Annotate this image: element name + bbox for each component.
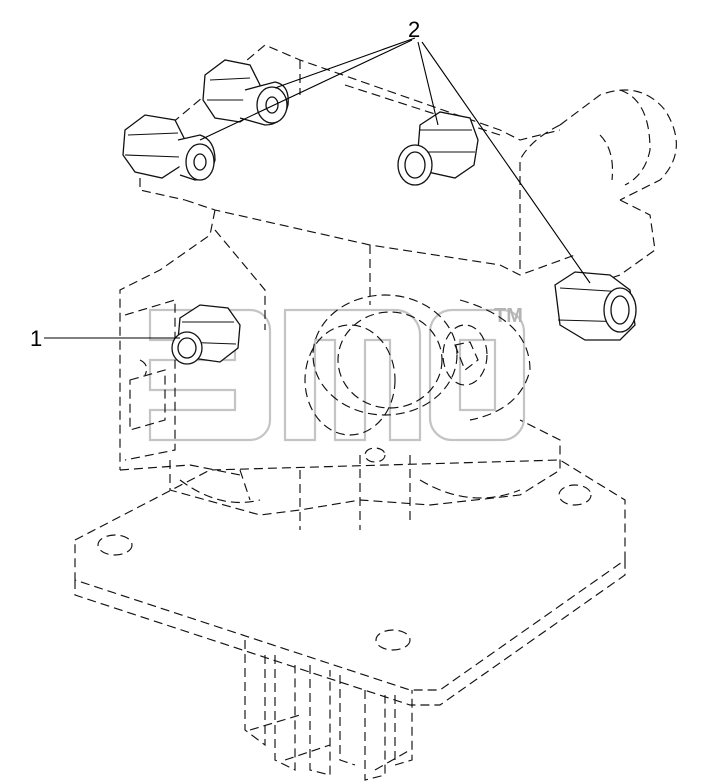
fitting-1 — [171, 304, 241, 365]
fitting-2-upper-left — [202, 59, 289, 126]
fitting-2-right — [554, 271, 637, 341]
leader-lines — [44, 37, 591, 339]
callout-label-1: 1 — [30, 326, 42, 351]
valve-body-phantom — [74, 44, 677, 781]
fitting-2-center — [397, 111, 479, 186]
watermark-logo: TM — [148, 305, 526, 442]
callout-label-2: 2 — [408, 17, 420, 42]
fitting-2-lower-left — [122, 114, 216, 181]
trademark-mark: TM — [494, 305, 523, 327]
